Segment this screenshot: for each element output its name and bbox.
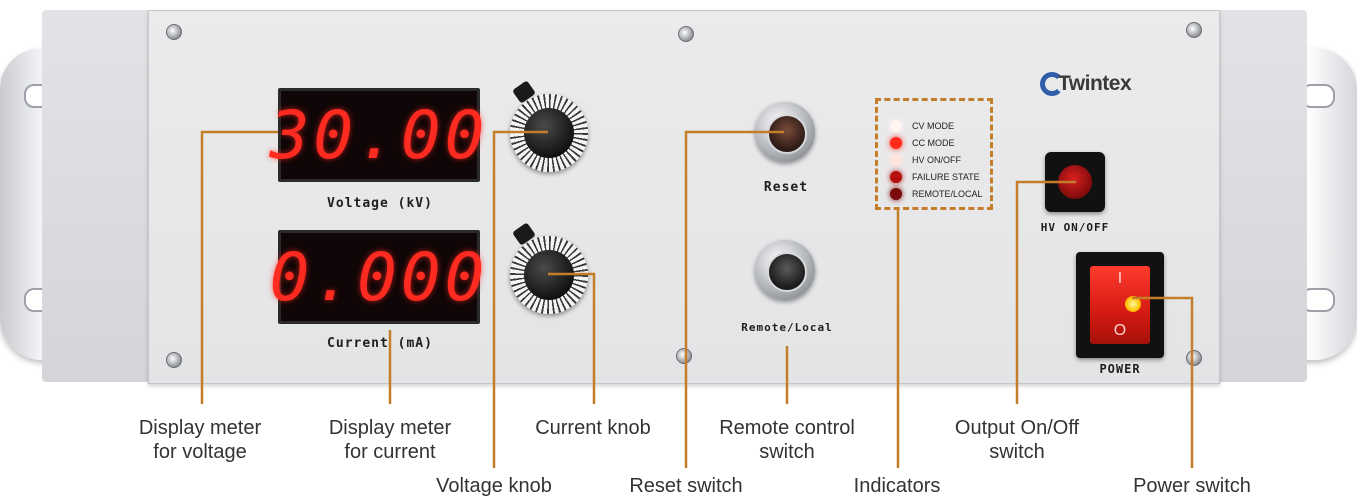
led-indicator-icon <box>890 120 902 132</box>
voltage-display-meter: 30.00 <box>270 88 484 182</box>
brand-logo: Twintex <box>1040 72 1132 96</box>
leader-power-switch <box>1132 296 1194 468</box>
callout-power-switch: Power switch <box>1133 474 1251 498</box>
led-indicator-icon <box>890 188 902 200</box>
callout-voltage-knob: Voltage knob <box>436 474 552 498</box>
callout-indicators: Indicators <box>854 474 941 498</box>
screw-icon <box>676 348 692 364</box>
left-rack-ear <box>42 10 162 382</box>
leader-output-switch <box>1015 180 1076 404</box>
led-indicator-icon <box>890 154 902 166</box>
power-switch[interactable]: I O <box>1076 252 1164 358</box>
led-indicator-icon <box>890 171 902 183</box>
current-display-meter: 0.000 <box>270 230 484 324</box>
screw-icon <box>166 352 182 368</box>
power-label: POWER <box>1099 362 1141 376</box>
callout-line: Reset switch <box>629 475 743 497</box>
callout-line: Voltage knob <box>436 475 552 497</box>
indicator-label: CC MODE <box>912 138 955 148</box>
rocker-off-mark: O <box>1113 322 1127 339</box>
indicator-panel: CV MODE CC MODE HV ON/OFF FAILURE STATE … <box>875 98 993 210</box>
callout-line: Indicators <box>853 475 941 497</box>
callout-line: Output On/Off <box>954 417 1080 439</box>
callout-current-knob: Current knob <box>535 416 651 440</box>
indicator-row: FAILURE STATE <box>890 171 980 183</box>
current-label: Current (mA) <box>327 336 433 351</box>
callout-output-switch: Output On/Off switch <box>955 416 1079 464</box>
screw-icon <box>166 24 182 40</box>
callout-line: Display meter <box>328 417 452 439</box>
leader-reset-switch <box>684 130 784 468</box>
indicator-row: HV ON/OFF <box>890 154 961 166</box>
leader-voltage-knob <box>492 130 548 468</box>
indicator-row: REMOTE/LOCAL <box>890 188 983 200</box>
callout-line: for current <box>344 441 436 463</box>
leader-current-knob <box>548 272 596 404</box>
voltage-label: Voltage (kV) <box>327 196 433 211</box>
reset-button-cap <box>767 114 807 154</box>
brand-name: Twintex <box>1058 72 1132 95</box>
led-indicator-icon <box>890 137 902 149</box>
rocker-on-mark: I <box>1117 270 1123 287</box>
indicator-row: CC MODE <box>890 137 955 149</box>
callout-display-current: Display meter for current <box>329 416 451 464</box>
callout-line: Current knob <box>535 417 651 439</box>
screw-icon <box>678 26 694 42</box>
screw-icon <box>1186 350 1202 366</box>
callout-remote-switch: Remote control switch <box>719 416 855 464</box>
remote-local-label: Remote/Local <box>741 321 833 334</box>
remote-local-button[interactable] <box>755 240 815 300</box>
screw-icon <box>1186 22 1202 38</box>
indicator-label: FAILURE STATE <box>912 172 980 182</box>
leader-display-voltage <box>200 130 278 404</box>
callout-line: Remote control <box>719 417 855 439</box>
callout-reset-switch: Reset switch <box>629 474 742 498</box>
indicator-label: REMOTE/LOCAL <box>912 189 983 199</box>
remote-local-button-cap <box>767 252 807 292</box>
indicator-label: CV MODE <box>912 121 955 131</box>
callout-line: switch <box>759 441 815 463</box>
callout-line: for voltage <box>153 441 247 463</box>
callout-line: Display meter <box>138 417 262 439</box>
indicator-row: CV MODE <box>890 120 954 132</box>
callout-line: switch <box>989 441 1045 463</box>
voltage-reading: 30.00 <box>269 96 489 174</box>
indicator-label: HV ON/OFF <box>912 155 961 165</box>
power-indicator-icon <box>1125 296 1141 312</box>
current-reading: 0.000 <box>269 238 489 316</box>
callout-line: Power switch <box>1133 475 1251 497</box>
brand-swoosh-icon <box>1040 72 1064 96</box>
callout-display-voltage: Display meter for voltage <box>139 416 261 464</box>
reset-label: Reset <box>763 180 809 195</box>
hv-label: HV ON/OFF <box>1040 221 1110 234</box>
